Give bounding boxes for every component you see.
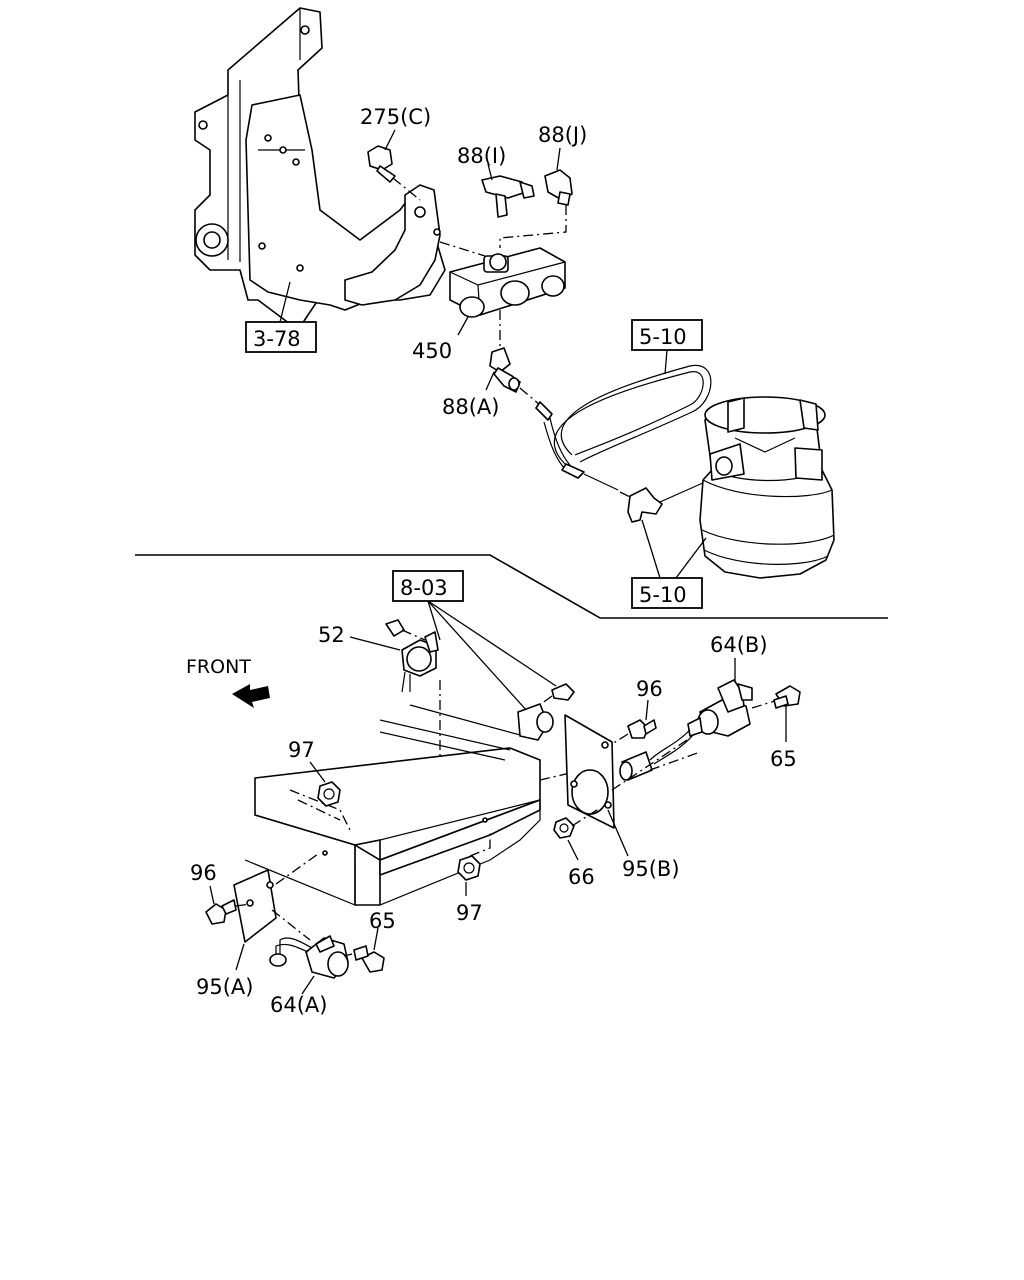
label-96-left: 96 (190, 861, 217, 885)
ref-box-5-10-bottom (631, 519, 707, 609)
label-88i: 88(I) (457, 144, 506, 168)
bolt-96-left (205, 885, 251, 925)
label-66: 66 (568, 865, 595, 889)
pedal-bracket (194, 7, 446, 331)
air-hose (535, 364, 712, 491)
nut-66 (553, 807, 601, 861)
label-88a: 88(A) (442, 395, 499, 419)
label-95b: 95(B) (622, 857, 680, 881)
label-88j: 88(J) (538, 123, 587, 147)
ref-box-5-10-top (631, 319, 703, 375)
label-450: 450 (412, 339, 452, 363)
frame-crossmember (244, 703, 601, 906)
front-label: FRONT (186, 656, 251, 678)
bolt-275c (367, 129, 421, 201)
plate-95a (233, 853, 319, 971)
ref-3-78: 3-78 (253, 327, 301, 351)
valve-450 (439, 241, 566, 352)
elbow-fitting-88j (499, 147, 573, 248)
label-275c: 275(C) (360, 105, 431, 129)
elbow-fitting-88a (485, 347, 541, 406)
nut-97-upper (309, 761, 341, 807)
label-96-right: 96 (636, 677, 663, 701)
label-97-upper: 97 (288, 738, 315, 762)
tee-fitting-88i (481, 163, 535, 218)
front-arrow-icon (232, 684, 270, 708)
ref-box-3-78 (245, 281, 317, 353)
label-65-left: 65 (369, 909, 396, 933)
ref-5-10-top: 5-10 (639, 325, 687, 349)
label-97-lower: 97 (456, 901, 483, 925)
ref-8-03: 8-03 (400, 576, 448, 600)
switch-52 (349, 619, 441, 758)
label-95a: 95(A) (196, 975, 253, 999)
label-64b: 64(B) (710, 633, 768, 657)
label-64a: 64(A) (270, 993, 327, 1017)
tank-tee-fitting (619, 481, 706, 523)
nut-97-lower (457, 830, 491, 896)
bolt-65-left (343, 927, 385, 973)
sensor-64b (611, 658, 779, 791)
sensor-64a (269, 909, 349, 995)
ref-box-8-03 (392, 570, 557, 713)
bolt-96-right (611, 699, 657, 745)
air-tank (699, 396, 835, 579)
ref-5-10-bottom: 5-10 (639, 583, 687, 607)
bolt-65-right (773, 685, 801, 742)
label-52: 52 (318, 623, 345, 647)
label-65-right: 65 (770, 747, 797, 771)
section-divider (135, 554, 888, 619)
plate-95b (564, 714, 629, 857)
